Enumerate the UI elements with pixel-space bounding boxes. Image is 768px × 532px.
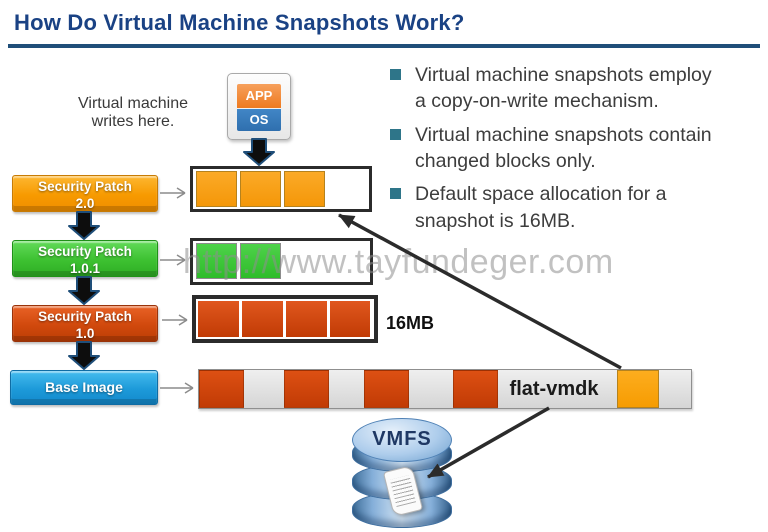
layer-label: Security Patch xyxy=(38,244,132,259)
bullet-text: Virtual machine snapshots employ a copy-… xyxy=(415,64,712,113)
list-item: Virtual machine snapshots employ a copy-… xyxy=(388,62,764,115)
scroll-text-lines xyxy=(389,474,417,509)
layer-version: 1.0.1 xyxy=(69,260,101,276)
down-arrow-sp101-to-sp10 xyxy=(68,276,100,305)
layer-label: Base Image xyxy=(45,379,123,395)
flat-vmdk-label: flat-vmdk xyxy=(509,378,599,400)
changed-block-green xyxy=(240,243,281,279)
base-block-red xyxy=(284,370,329,408)
connector-arrow-base xyxy=(160,382,194,394)
vm-writes-label: Virtual machine writes here. xyxy=(78,95,188,131)
base-block-red xyxy=(453,370,498,408)
page-title: How Do Virtual Machine Snapshots Work? xyxy=(14,10,465,35)
vmfs-label: VMFS xyxy=(372,428,432,450)
changed-block-orange xyxy=(240,171,281,207)
base-block-red xyxy=(199,370,244,408)
connector-arrow-sp10 xyxy=(162,314,188,326)
changed-block-orange xyxy=(284,171,325,207)
layer-base-image: Base Image xyxy=(10,370,158,405)
square-bullet-icon xyxy=(390,69,401,80)
layer-security-patch-2-0: Security Patch 2.0 xyxy=(12,175,158,212)
flat-vmdk-strip: flat-vmdk xyxy=(198,369,692,409)
base-block-red xyxy=(364,370,409,408)
list-item: Default space allocation for a snapshot … xyxy=(388,181,764,234)
connector-arrow-sp101 xyxy=(160,254,186,266)
layer-label: Security Patch xyxy=(38,309,132,324)
layer-version: 2.0 xyxy=(75,195,95,211)
os-badge: OS xyxy=(237,109,281,131)
title-divider xyxy=(8,44,760,48)
vmfs-datastore-icon: VMFS xyxy=(350,412,454,530)
bullet-text: Default space allocation for a snapshot … xyxy=(415,183,667,232)
down-arrow-sp10-to-base xyxy=(68,341,100,370)
size-16mb-label: 16MB xyxy=(386,313,435,333)
bullet-text: Virtual machine snapshots contain change… xyxy=(415,123,712,172)
changed-block-red xyxy=(286,301,327,337)
snapshot-strip-1-0-1 xyxy=(190,238,373,285)
layer-label: Security Patch xyxy=(38,179,132,194)
layer-security-patch-1-0: Security Patch 1.0 xyxy=(12,305,158,342)
changed-block-green xyxy=(196,243,237,279)
changed-block-red xyxy=(330,301,370,337)
vm-app-os-icon: APP OS xyxy=(227,73,291,140)
square-bullet-icon xyxy=(390,128,401,140)
layer-version: 1.0 xyxy=(75,325,95,341)
app-badge: APP xyxy=(237,84,281,108)
changed-block-red xyxy=(242,301,283,337)
list-item: Virtual machine snapshots contain change… xyxy=(388,122,764,175)
connector-arrow-sp20 xyxy=(160,187,186,199)
down-arrow-vm-to-strip xyxy=(243,138,275,166)
layer-security-patch-1-0-1: Security Patch 1.0.1 xyxy=(12,240,158,277)
changed-block-red xyxy=(198,301,239,337)
snapshot-strip-2-0 xyxy=(190,166,372,212)
down-arrow-sp20-to-sp101 xyxy=(68,211,100,240)
square-bullet-icon xyxy=(390,188,401,200)
changed-block-orange xyxy=(196,171,237,207)
bullet-list: Virtual machine snapshots employ a copy-… xyxy=(388,62,764,241)
snapshot-strip-1-0 xyxy=(192,295,378,343)
snapshot-block-orange xyxy=(617,370,659,408)
